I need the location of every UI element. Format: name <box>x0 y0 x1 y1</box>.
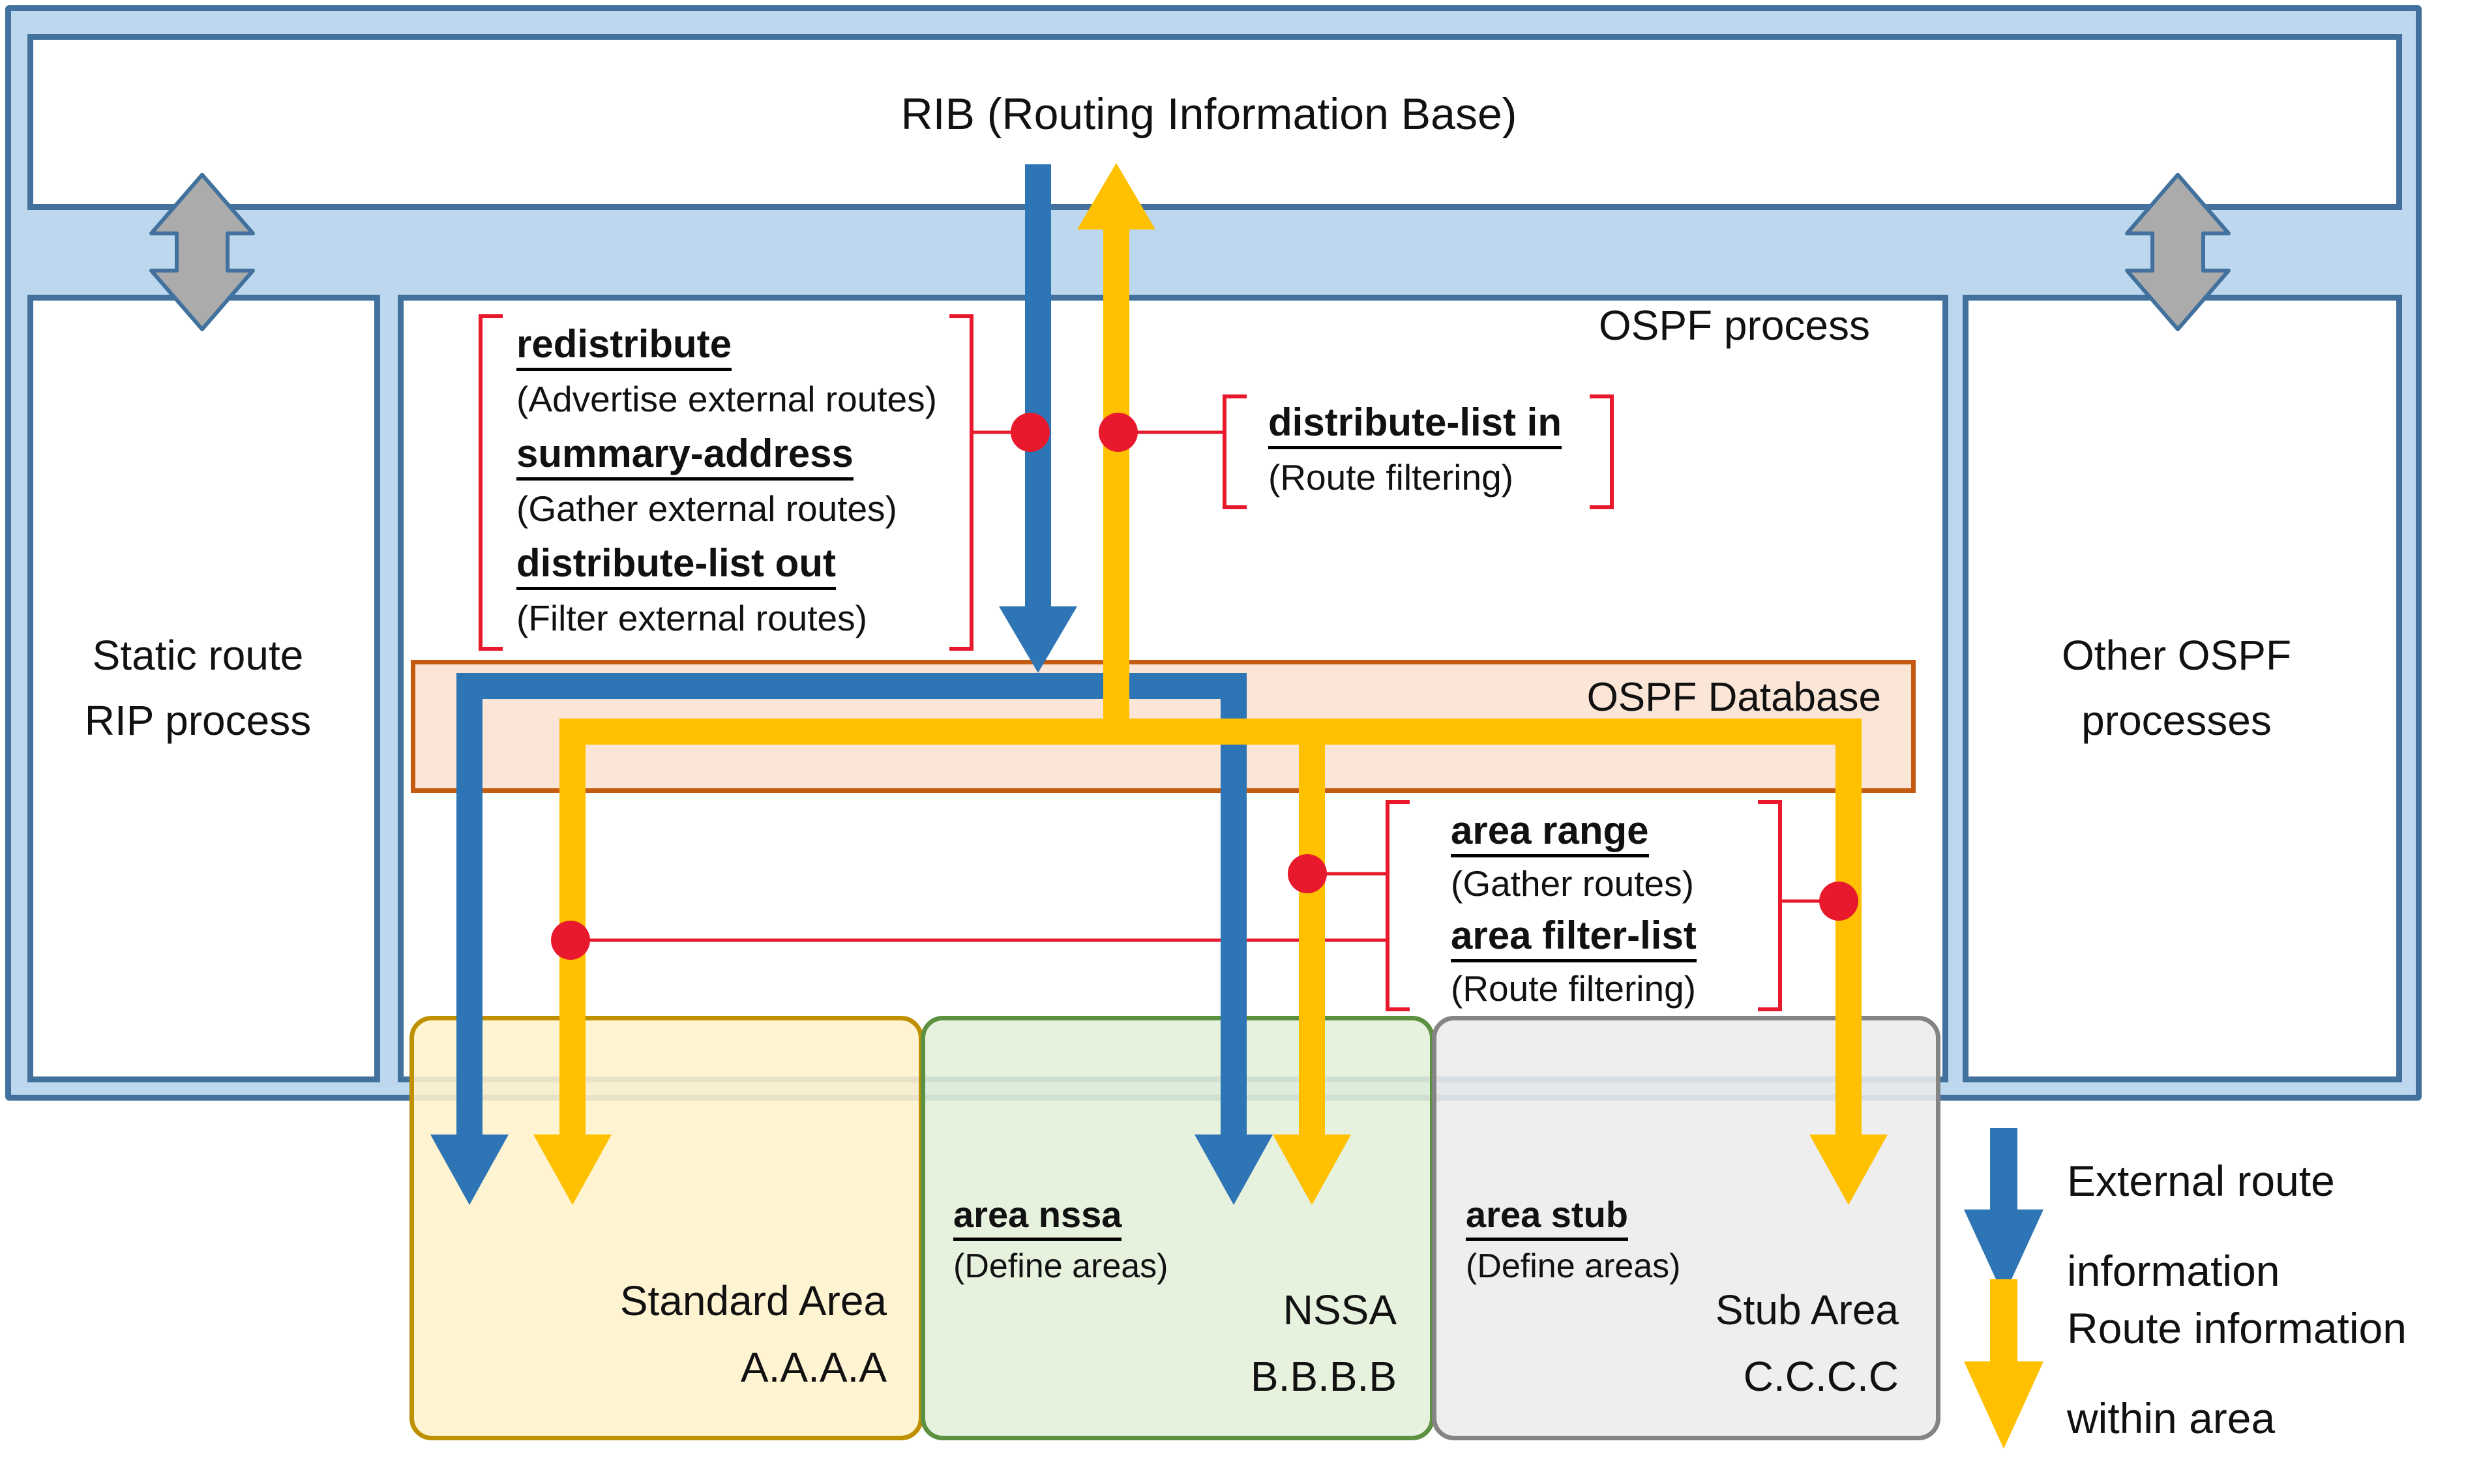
legend-within-line2: within area <box>2067 1394 2276 1442</box>
other-ospf-box <box>1963 295 2402 1082</box>
redistribute-desc: (Advertise external routes) <box>516 379 937 419</box>
distribute-list-in-command: distribute-list in <box>1268 395 1562 450</box>
area-commands-block: area range (Gather routes) area filter-l… <box>1451 805 1697 1015</box>
area-filter-list-command: area filter-list <box>1451 910 1697 962</box>
rib-title: RIB (Routing Information Base) <box>900 89 1517 139</box>
legend-blue-arrow-icon <box>1964 1128 2043 1296</box>
stub-area-id: C.C.C.C <box>1743 1353 1899 1400</box>
other-ospf-line1: Other OSPF <box>2061 632 2292 679</box>
legend-external-line2: information <box>2067 1247 2280 1295</box>
external-commands-block: redistribute (Advertise external routes)… <box>516 317 937 646</box>
area-stub-block: area stub (Define areas) <box>1466 1189 1680 1292</box>
standard-area-name: Standard Area <box>619 1277 887 1324</box>
standard-area-box <box>409 1016 923 1440</box>
area-filter-list-desc: (Route filtering) <box>1451 968 1696 1009</box>
area-nssa-command: area nssa <box>953 1189 1168 1241</box>
legend-within-line1: Route information <box>2067 1304 2407 1352</box>
other-ospf-line2: processes <box>2081 697 2272 744</box>
legend-external-route: External route information <box>2067 1136 2335 1316</box>
area-nssa-block: area nssa (Define areas) <box>953 1189 1168 1292</box>
static-rip-line1: Static route <box>92 632 304 679</box>
ospf-database-label: OSPF Database <box>1586 675 1881 720</box>
area-nssa-desc: (Define areas) <box>953 1247 1168 1285</box>
legend-yellow-arrow-icon <box>1964 1279 2043 1449</box>
nssa-area-box <box>921 1016 1434 1440</box>
distribute-list-in-block: distribute-list in (Route filtering) <box>1268 395 1562 505</box>
distribute-list-out-command: distribute-list out <box>516 536 937 591</box>
summary-address-desc: (Gather external routes) <box>516 488 897 529</box>
distribute-list-out-desc: (Filter external routes) <box>516 598 867 638</box>
standard-area-id: A.A.A.A <box>740 1344 887 1391</box>
stub-area-label: Stub Area C.C.C.C <box>1474 1277 1899 1410</box>
static-rip-box <box>27 295 380 1082</box>
static-rip-label: Static route RIP process <box>27 623 368 753</box>
legend-external-line1: External route <box>2067 1157 2335 1205</box>
ospf-process-label: OSPF process <box>1598 302 1870 349</box>
area-range-command: area range <box>1451 805 1697 857</box>
nssa-area-name: NSSA <box>1283 1286 1397 1333</box>
area-stub-desc: (Define areas) <box>1466 1247 1681 1285</box>
stub-area-name: Stub Area <box>1715 1286 1899 1333</box>
area-range-desc: (Gather routes) <box>1451 863 1694 904</box>
legend-icons <box>1964 1128 2043 1449</box>
rib-box <box>27 34 2402 210</box>
distribute-list-in-desc: (Route filtering) <box>1268 457 1513 497</box>
standard-area-label: Standard Area A.A.A.A <box>456 1268 887 1401</box>
nssa-area-id: B.B.B.B <box>1250 1353 1397 1400</box>
redistribute-command: redistribute <box>516 317 937 372</box>
nssa-area-label: NSSA B.B.B.B <box>978 1277 1397 1410</box>
legend-within-area: Route information within area <box>2067 1283 2407 1463</box>
other-ospf-label: Other OSPF processes <box>1963 623 2390 753</box>
static-rip-line2: RIP process <box>84 697 312 744</box>
summary-address-command: summary-address <box>516 426 937 481</box>
area-stub-command: area stub <box>1466 1189 1680 1241</box>
